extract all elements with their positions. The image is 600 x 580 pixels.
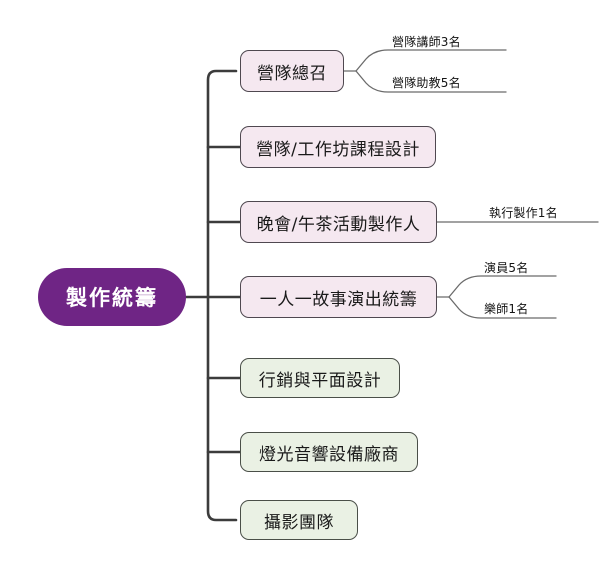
branch-node-2-label: 營隊/工作坊課程設計 xyxy=(256,139,420,160)
branch-node-7-label: 攝影團隊 xyxy=(264,512,334,533)
trunk xyxy=(206,69,238,522)
branch-node-6-label: 燈光音響設備廠商 xyxy=(259,444,399,465)
root-node-label: 製作統籌 xyxy=(66,286,158,310)
leaf-line-1-1 xyxy=(355,49,507,72)
branch-node-1-label: 營隊總召 xyxy=(257,63,327,84)
leaf-line-4-1 xyxy=(448,275,557,298)
leaf-label-4-2[interactable]: 樂師1名 xyxy=(484,302,529,316)
leaf-label-1-1[interactable]: 營隊講師3名 xyxy=(392,35,461,49)
branch-node-3[interactable]: 晚會/午茶活動製作人 xyxy=(240,201,437,243)
leaf-label-1-2[interactable]: 營隊助教5名 xyxy=(392,76,461,90)
root-node[interactable]: 製作統籌 xyxy=(38,268,186,326)
branch-node-3-label: 晚會/午茶活動製作人 xyxy=(256,214,421,235)
leaf-line-1-2 xyxy=(355,70,507,93)
branch-node-1[interactable]: 營隊總召 xyxy=(240,50,344,92)
branch-node-6[interactable]: 燈光音響設備廠商 xyxy=(240,432,418,472)
branch-node-5-label: 行銷與平面設計 xyxy=(258,370,382,391)
branch-node-7[interactable]: 攝影團隊 xyxy=(240,500,358,540)
leaf-label-4-1[interactable]: 演員5名 xyxy=(484,261,529,275)
branch-node-2[interactable]: 營隊/工作坊課程設計 xyxy=(240,126,436,168)
branch-node-4-label: 一人一故事演出統籌 xyxy=(259,289,418,310)
leaf-line-4-2 xyxy=(448,296,557,319)
branch-node-4[interactable]: 一人一故事演出統籌 xyxy=(240,276,437,318)
branch-node-5[interactable]: 行銷與平面設計 xyxy=(240,358,400,398)
leaf-label-3-1[interactable]: 執行製作1名 xyxy=(489,206,558,220)
